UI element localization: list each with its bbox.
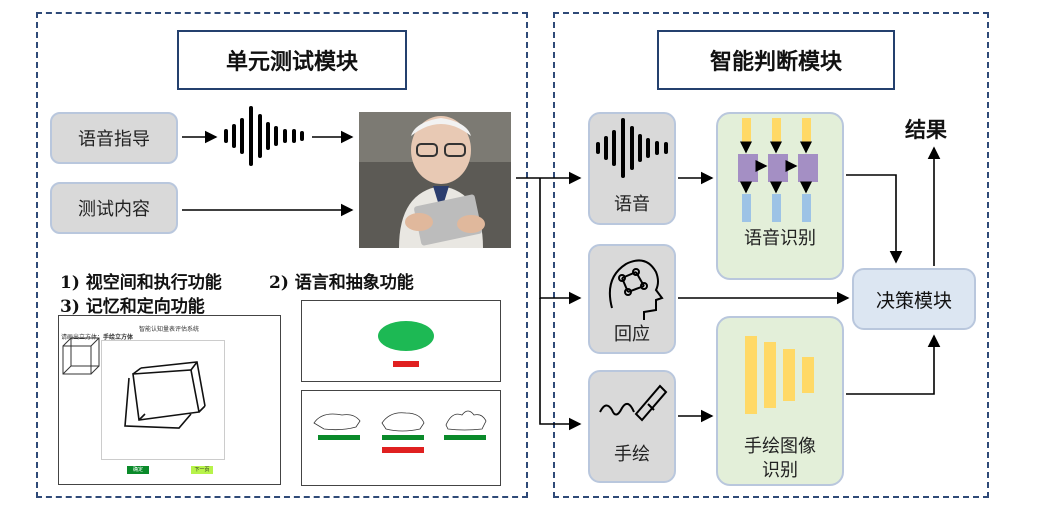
rhino-drawing — [313, 413, 361, 431]
voice-guide-box: 语音指导 — [50, 112, 178, 164]
right-panel — [553, 12, 989, 498]
arrow-speech-recog-to-decision — [846, 174, 903, 264]
elderly-user-photo — [359, 112, 511, 248]
arrow-photo-to-drawing — [539, 298, 582, 431]
decision-module-box: 决策模块 — [852, 268, 976, 330]
reference-cube-icon — [62, 337, 100, 375]
animal-answer-button-1[interactable] — [318, 435, 360, 440]
language-task-screen — [301, 300, 501, 382]
left-sound-wave-icon — [224, 106, 304, 166]
drawing-module-box — [588, 370, 676, 483]
function-label-language: 2) 语言和抽象功能 — [269, 273, 414, 293]
drawing-recognition-label-line2: 识别 — [762, 460, 798, 481]
green-oval-prompt[interactable] — [378, 321, 434, 351]
hand-drawn-cube — [124, 361, 206, 429]
animal-naming-screen — [301, 390, 501, 486]
drawing-recognition-box — [716, 316, 844, 486]
function-label-visuospatial: 1) 视空间和执行功能 — [60, 273, 222, 293]
animal-answer-button-2[interactable] — [382, 435, 424, 440]
unit-test-module-title: 单元测试模块 — [177, 30, 407, 90]
speech-recognition-network-icon — [738, 118, 818, 222]
drawing-canvas[interactable] — [101, 340, 225, 460]
animal-red-button[interactable] — [382, 447, 424, 453]
brain-head-icon — [608, 259, 664, 320]
screen-task-title: 手绘立方体 — [103, 334, 134, 341]
voice-module-wave-icon — [596, 118, 668, 178]
speech-recognition-label: 语音识别 — [744, 228, 816, 249]
drawing-recognition-bars-icon — [745, 336, 814, 414]
arrow-drawing-recog-to-decision — [846, 334, 941, 395]
test-content-box: 测试内容 — [50, 182, 178, 234]
red-action-button[interactable] — [393, 361, 419, 367]
voice-module-label: 语音 — [614, 194, 650, 215]
confirm-button[interactable]: 确定 — [127, 466, 149, 474]
signature-pen-icon — [599, 384, 668, 422]
intelligent-judgment-module-title: 智能判断模块 — [657, 30, 895, 90]
left-panel — [36, 12, 528, 498]
cube-drawing-screen: 智能认知量表评估系统 手绘立方体 请画出立方体： 确定 下一页 — [58, 315, 281, 485]
next-page-button[interactable]: 下一页 — [191, 466, 213, 474]
arrow-photo-to-response — [539, 178, 582, 305]
screen-header-title: 智能认知量表评估系统 — [139, 326, 200, 333]
lion-drawing — [381, 412, 425, 432]
result-label: 结果 — [905, 118, 947, 142]
camel-drawing — [445, 410, 487, 431]
drawing-recognition-label-line1: 手绘图像 — [744, 436, 816, 457]
drawing-module-label: 手绘 — [614, 444, 650, 465]
animal-answer-button-3[interactable] — [444, 435, 486, 440]
function-label-memory: 3) 记忆和定向功能 — [60, 297, 205, 317]
response-module-label: 回应 — [614, 324, 650, 345]
